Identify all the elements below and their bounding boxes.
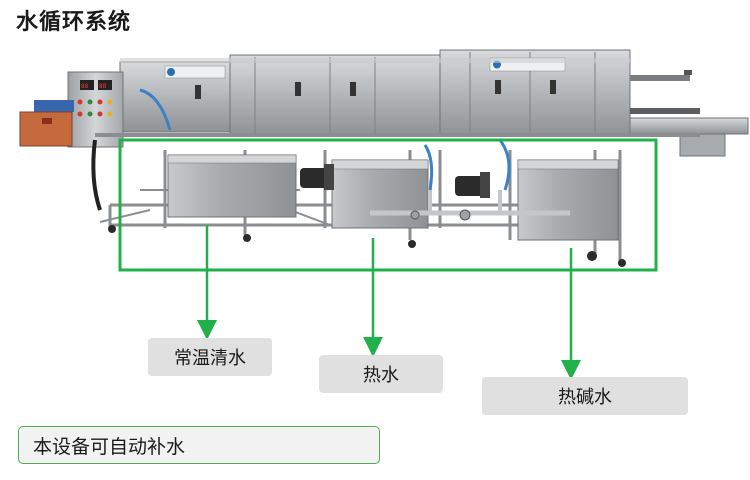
control-cabinet: 88 88: [19, 71, 124, 148]
conveyor-extension: [629, 70, 749, 157]
caster-wheels: [108, 225, 626, 267]
svg-text:88: 88: [81, 83, 89, 90]
pumps-and-pipes: [91, 88, 570, 221]
label-hot-water: 热水: [319, 355, 443, 393]
auto-refill-note: 本设备可自动补水: [18, 426, 380, 464]
svg-text:88: 88: [99, 83, 107, 90]
auto-refill-note-text: 本设备可自动补水: [33, 435, 186, 458]
label-hot-alkali-water: 热碱水: [482, 377, 688, 415]
machine-hood: [119, 49, 631, 136]
water-tanks: [167, 154, 619, 241]
label-hot-alkali-water-text: 热碱水: [558, 387, 612, 408]
highlight-frame: [118, 138, 658, 272]
label-hot-water-text: 热水: [363, 365, 399, 386]
page-title: 水循环系统: [16, 9, 132, 35]
label-normal-temp-water-text: 常温清水: [174, 348, 246, 369]
label-normal-temp-water: 常温清水: [148, 338, 272, 376]
